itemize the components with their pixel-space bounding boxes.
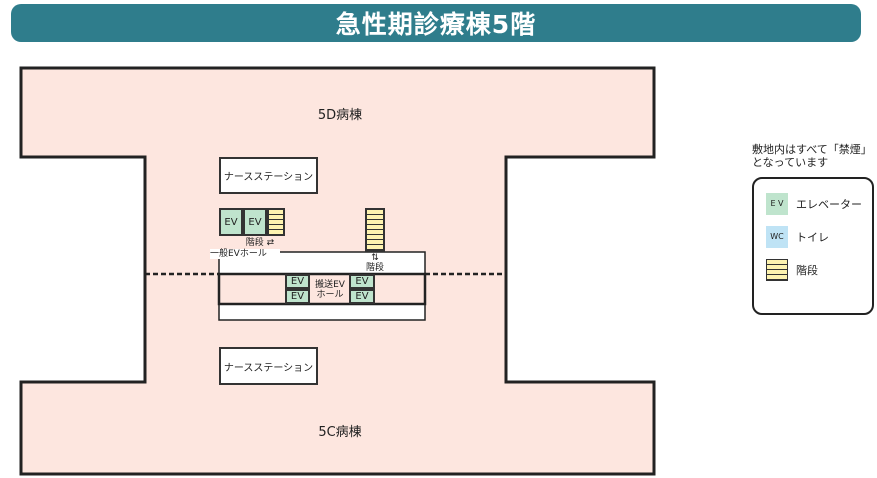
general-ev-hall-label: 一般EVホール [210, 249, 280, 259]
stairs-direction-label: 階段 ⇄ [245, 238, 275, 248]
stairs-general [267, 208, 285, 236]
ward-5d-label: 5D病棟 [317, 108, 363, 123]
stairs-central-label: 階段 [365, 263, 384, 273]
notice-line-2: となっています [752, 156, 829, 169]
transport-ev-hall-line2: ホール [316, 290, 344, 300]
no-smoking-notice: 敷地内はすべて「禁煙」 となっています [752, 143, 876, 169]
stairs-central [365, 208, 385, 252]
legend-item-stairs: 階段 [766, 259, 872, 281]
nurse-station-north: ナースステーション [219, 157, 318, 194]
legend-label-stairs: 階段 [796, 264, 818, 277]
stairs-central-arrow: ⇅ [371, 253, 379, 263]
stairs-icon [766, 259, 788, 281]
transport-ev-hall-line1: 搬送EV [315, 280, 345, 290]
elevator-transport-2: EV [285, 289, 310, 304]
elevator-transport-3: EV [349, 274, 375, 289]
ward-5c-label: 5C病棟 [318, 425, 362, 440]
page-title: 急性期診療棟5階 [11, 4, 861, 42]
legend-item-elevator: E V エレベーター [766, 193, 872, 215]
nurse-station-south: ナースステーション [219, 347, 318, 385]
elevator-general-1: EV [219, 208, 243, 236]
elevator-transport-1: EV [285, 274, 310, 289]
legend-label-elevator: エレベーター [796, 198, 862, 211]
legend-label-toilet: トイレ [796, 231, 829, 244]
legend-item-toilet: WC トイレ [766, 226, 872, 248]
transport-ev-hall-label: 搬送EV ホール [311, 280, 349, 300]
notice-line-1: 敷地内はすべて「禁煙」 [752, 143, 872, 156]
elevator-general-2: EV [243, 208, 267, 236]
elevator-icon: E V [766, 193, 788, 215]
transport-ev-band [217, 272, 427, 306]
elevator-transport-4: EV [349, 289, 375, 304]
toilet-icon: WC [766, 226, 788, 248]
legend-box: E V エレベーター WC トイレ 階段 [752, 177, 874, 315]
